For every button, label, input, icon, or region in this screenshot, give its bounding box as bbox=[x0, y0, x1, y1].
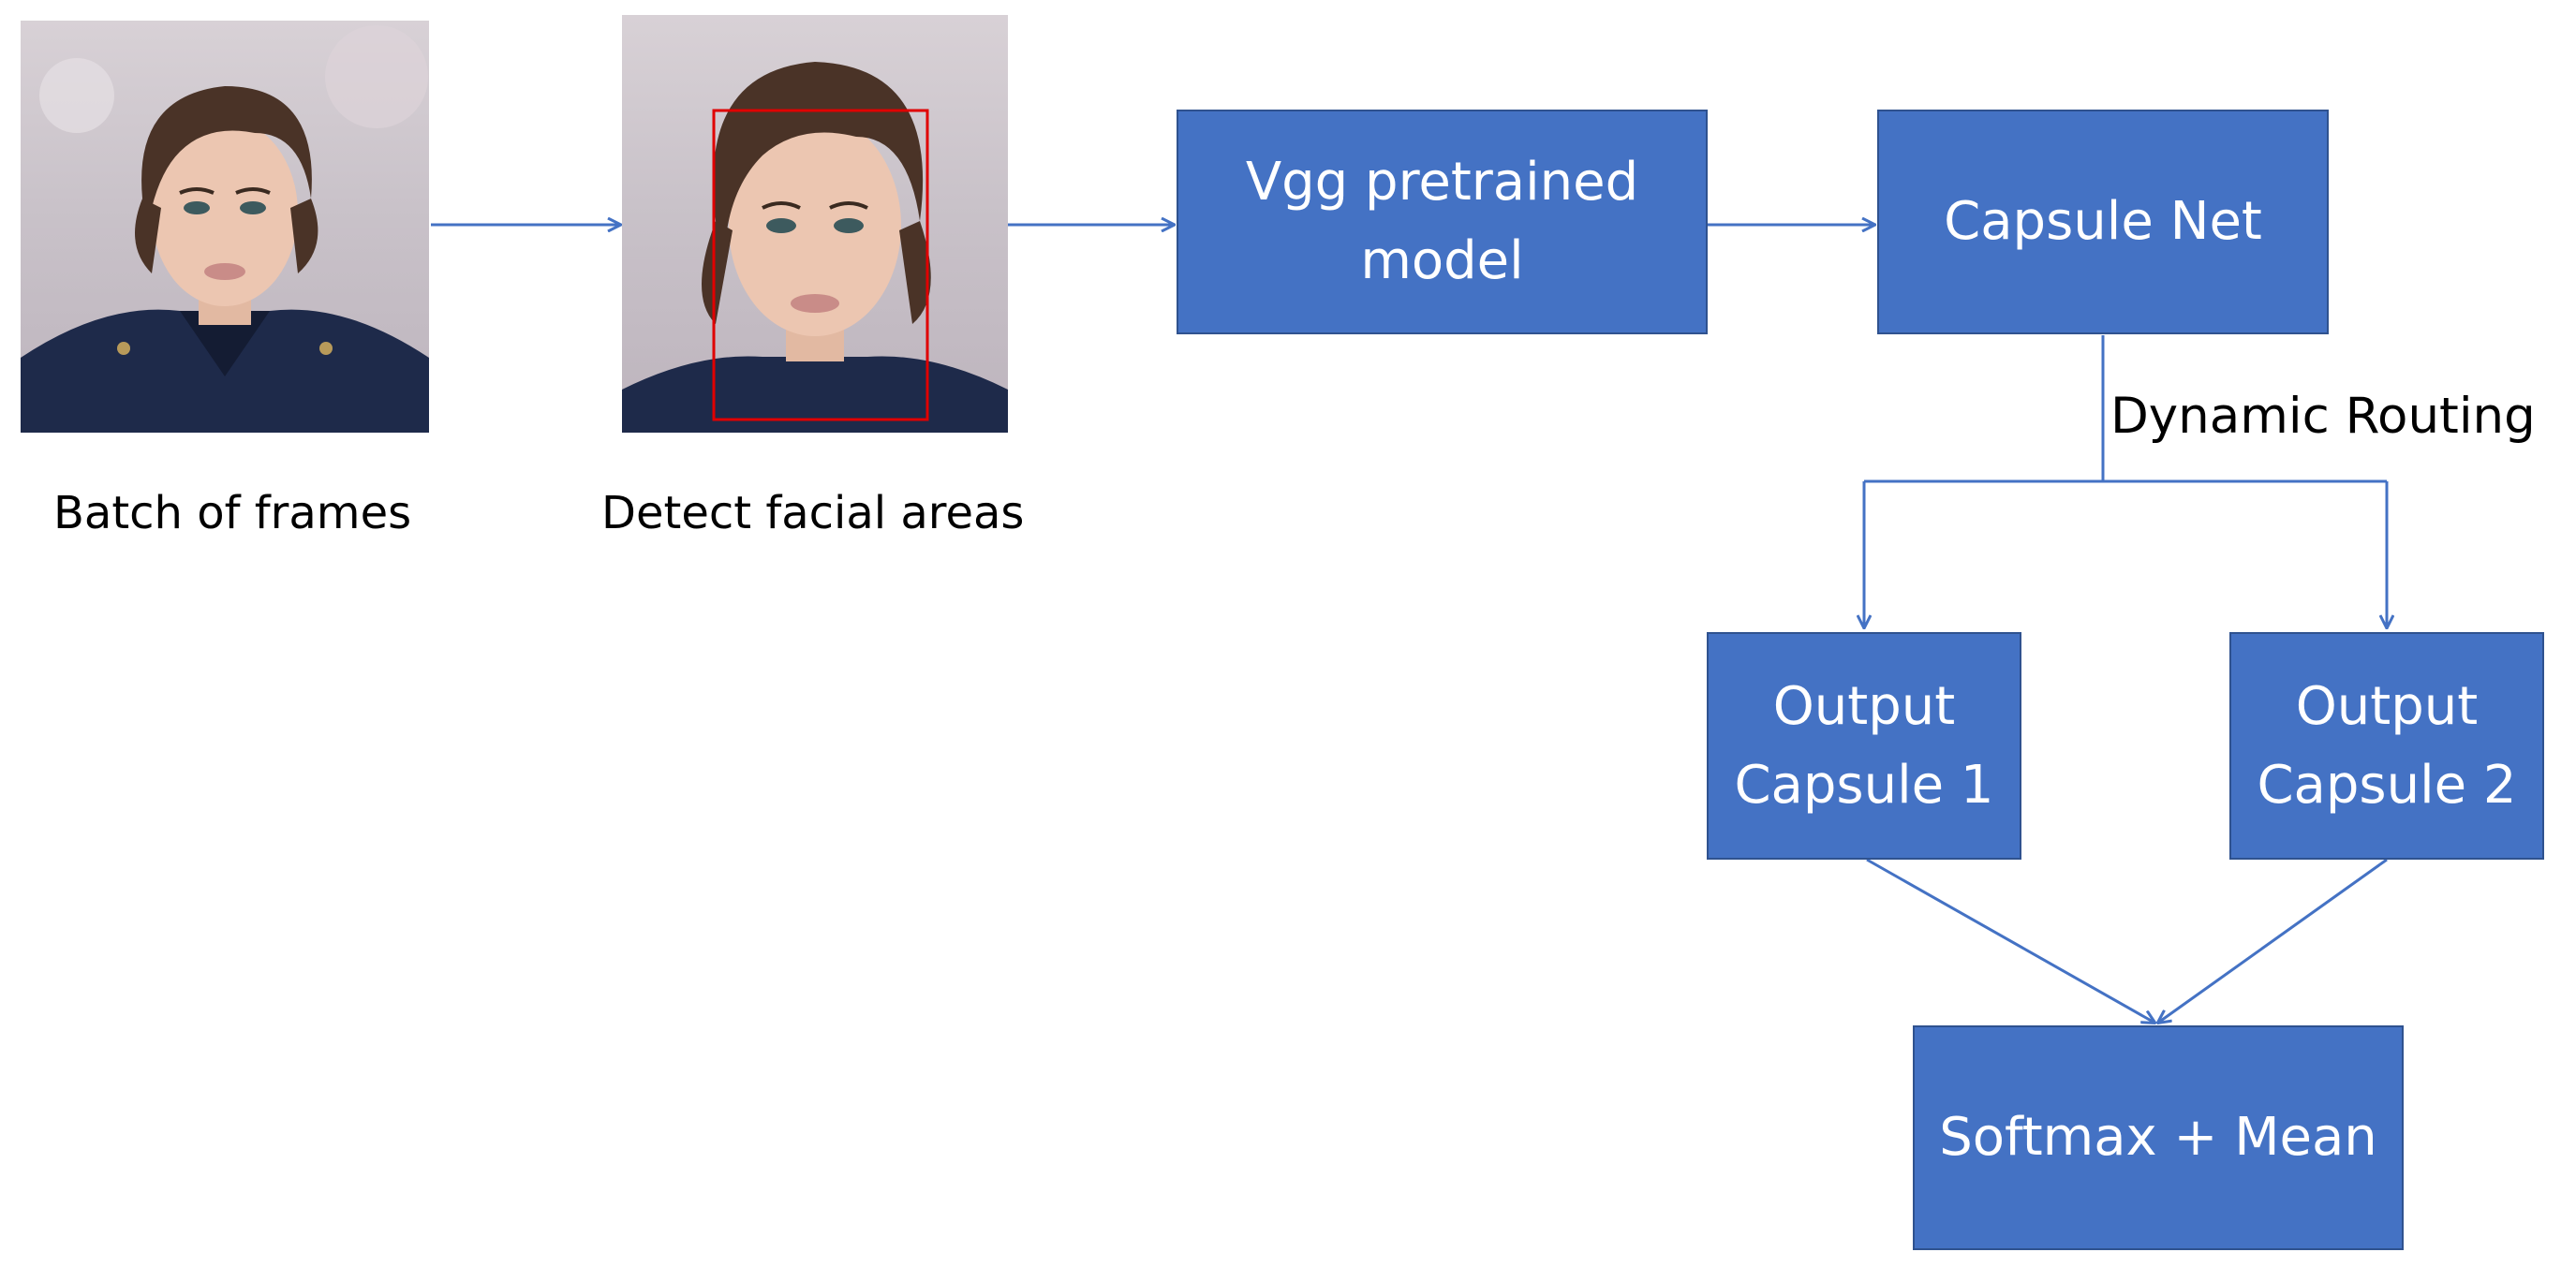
output1-line2: Capsule 1 bbox=[1734, 754, 1994, 816]
dynamic-routing-label: Dynamic Routing bbox=[2110, 388, 2536, 445]
face-illustration bbox=[622, 62, 1008, 433]
vgg-node-line2: model bbox=[1360, 230, 1524, 291]
vgg-pretrained-model-node: Vgg pretrained model bbox=[1177, 110, 1708, 334]
arrow-output1-to-softmax bbox=[1866, 858, 2154, 1023]
frame-photo bbox=[21, 21, 429, 433]
detected-face-photo bbox=[622, 15, 1008, 433]
vgg-node-line1: Vgg pretrained bbox=[1245, 152, 1639, 213]
softmax-mean-node: Softmax + Mean bbox=[1913, 1025, 2404, 1250]
output1-line1: Output bbox=[1772, 675, 1956, 737]
capsule-net-node: Capsule Net bbox=[1877, 110, 2329, 334]
capsule-net-label: Capsule Net bbox=[1944, 191, 2262, 252]
output-capsule-2-node: Output Capsule 2 bbox=[2229, 632, 2544, 860]
output2-line1: Output bbox=[2295, 675, 2479, 737]
arrow-output2-to-softmax bbox=[2158, 858, 2388, 1023]
softmax-mean-label: Softmax + Mean bbox=[1939, 1107, 2377, 1168]
face-detection-box bbox=[712, 109, 929, 421]
face-illustration bbox=[21, 25, 429, 433]
output2-line2: Capsule 2 bbox=[2257, 754, 2517, 816]
output-capsule-1-node: Output Capsule 1 bbox=[1707, 632, 2021, 860]
detect-label: Detect facial areas bbox=[601, 487, 1025, 539]
frames-label: Batch of frames bbox=[53, 487, 412, 539]
